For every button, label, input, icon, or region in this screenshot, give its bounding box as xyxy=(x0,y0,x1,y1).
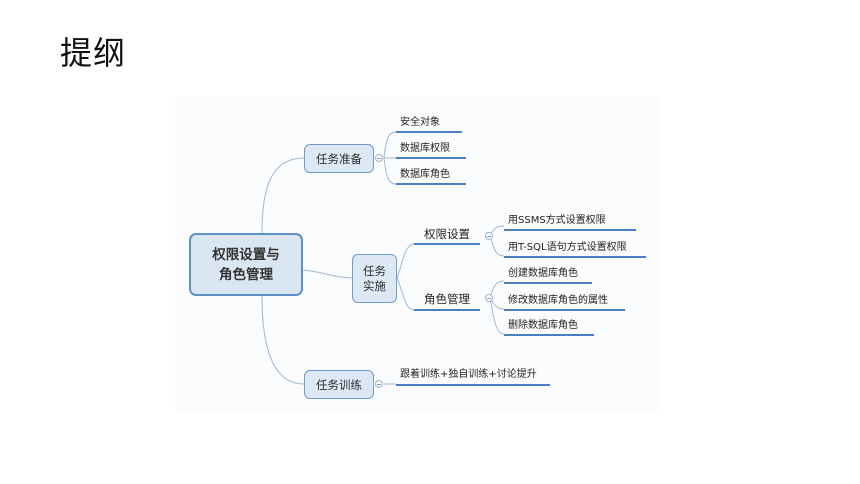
topic-train-item[interactable]: 跟着训练+独自训练+讨论提升 xyxy=(400,369,537,380)
collapse-role-toggle[interactable] xyxy=(485,294,493,302)
link-root-train xyxy=(261,295,305,385)
node-task-prep-label: 任务准备 xyxy=(316,151,362,166)
root-label-line2: 角色管理 xyxy=(219,266,273,283)
link-impl-role xyxy=(396,277,415,311)
page-title: 提纲 xyxy=(60,34,127,72)
topic-prep-item[interactable]: 数据库权限 xyxy=(400,143,450,154)
topic-prep-item[interactable]: 安全对象 xyxy=(400,117,440,128)
node-task-impl[interactable]: 任务 实施 xyxy=(352,254,397,303)
topic-perm-item[interactable]: 用SSMS方式设置权限 xyxy=(508,215,606,226)
collapse-perm-toggle[interactable] xyxy=(485,232,493,240)
collapse-train-toggle[interactable] xyxy=(375,380,383,388)
topic-role-item[interactable]: 创建数据库角色 xyxy=(508,268,578,279)
node-task-train-label: 任务训练 xyxy=(316,377,362,392)
node-task-impl-line2: 实施 xyxy=(363,278,386,293)
link-perm-2 xyxy=(489,235,505,257)
link-prep-1 xyxy=(383,131,397,159)
link-root-impl xyxy=(302,269,353,279)
link-root-prep xyxy=(261,157,305,234)
node-task-impl-line1: 任务 xyxy=(363,263,386,278)
topic-role-item[interactable]: 删除数据库角色 xyxy=(508,320,578,331)
node-task-prep[interactable]: 任务准备 xyxy=(304,144,374,173)
topic-prep-item[interactable]: 数据库角色 xyxy=(400,169,450,180)
topic-role-group[interactable]: 角色管理 xyxy=(424,292,470,306)
topic-perm-item[interactable]: 用T-SQL语句方式设置权限 xyxy=(508,242,627,253)
node-task-train[interactable]: 任务训练 xyxy=(304,370,374,399)
root-label-line1: 权限设置与 xyxy=(212,246,280,263)
mindmap-root-node[interactable]: 权限设置与 角色管理 xyxy=(189,233,303,296)
link-role-3 xyxy=(489,297,505,335)
topic-role-item[interactable]: 修改数据库角色的属性 xyxy=(508,295,608,306)
link-impl-perm xyxy=(396,243,415,279)
link-prep-3 xyxy=(383,157,397,185)
topic-perm-group[interactable]: 权限设置 xyxy=(424,227,470,241)
collapse-prep-toggle[interactable] xyxy=(375,154,383,162)
